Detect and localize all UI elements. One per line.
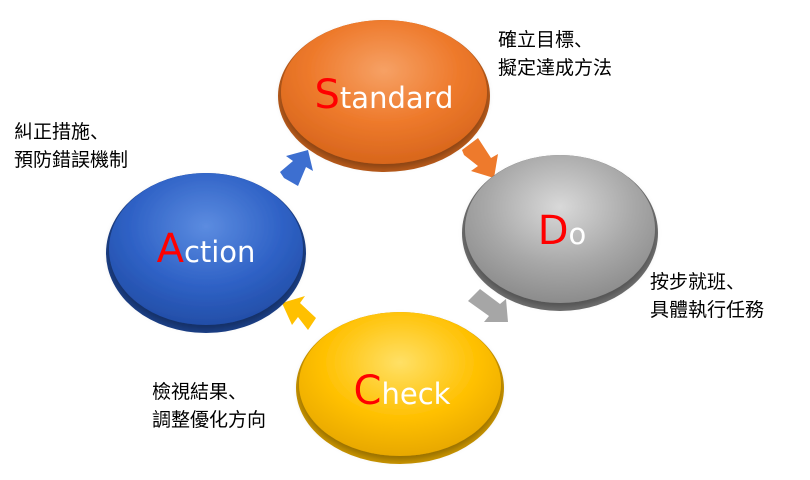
note-check-line1: 檢視結果、 [152, 381, 248, 403]
note-standard-line2: 擬定達成方法 [498, 57, 613, 79]
stage-initial-check: C [354, 368, 382, 414]
stage-label-do: Do [538, 208, 587, 254]
note-do-line1: 按步就班、 [650, 271, 746, 293]
stage-label-standard: Standard [315, 72, 454, 118]
stage-initial-do: D [538, 208, 569, 254]
stage-rest-do: o [569, 217, 587, 251]
arrow-standard-to-do [462, 138, 498, 178]
note-action-line1: 糾正措施、 [14, 121, 110, 143]
ellipse-standard: Standard [278, 20, 490, 172]
stage-label-check: Check [354, 368, 451, 414]
arrow-check-to-action [282, 296, 316, 330]
note-check: 檢視結果、 調整優化方向 [152, 378, 266, 434]
stage-rest-check: heck [381, 377, 450, 411]
stage-initial-action: A [157, 226, 185, 272]
stage-label-action: Action [157, 226, 256, 272]
arrow-action-to-standard [280, 150, 313, 186]
ellipse-check: Check [296, 312, 504, 464]
note-check-line2: 調整優化方向 [152, 409, 267, 431]
note-action: 糾正措施、 預防錯誤機制 [14, 118, 128, 174]
stage-rest-standard: tandard [340, 81, 454, 115]
note-standard: 確立目標、 擬定達成方法 [498, 26, 612, 82]
ellipse-action: Action [106, 173, 306, 333]
ellipse-do: Do [462, 155, 658, 311]
stage-rest-action: ction [184, 235, 256, 269]
note-do: 按步就班、 具體執行任務 [650, 268, 764, 324]
note-do-line2: 具體執行任務 [650, 299, 765, 321]
note-action-line2: 預防錯誤機制 [14, 149, 129, 171]
arrow-do-to-check [468, 289, 508, 322]
stage-initial-standard: S [315, 72, 340, 118]
note-standard-line1: 確立目標、 [498, 29, 594, 51]
